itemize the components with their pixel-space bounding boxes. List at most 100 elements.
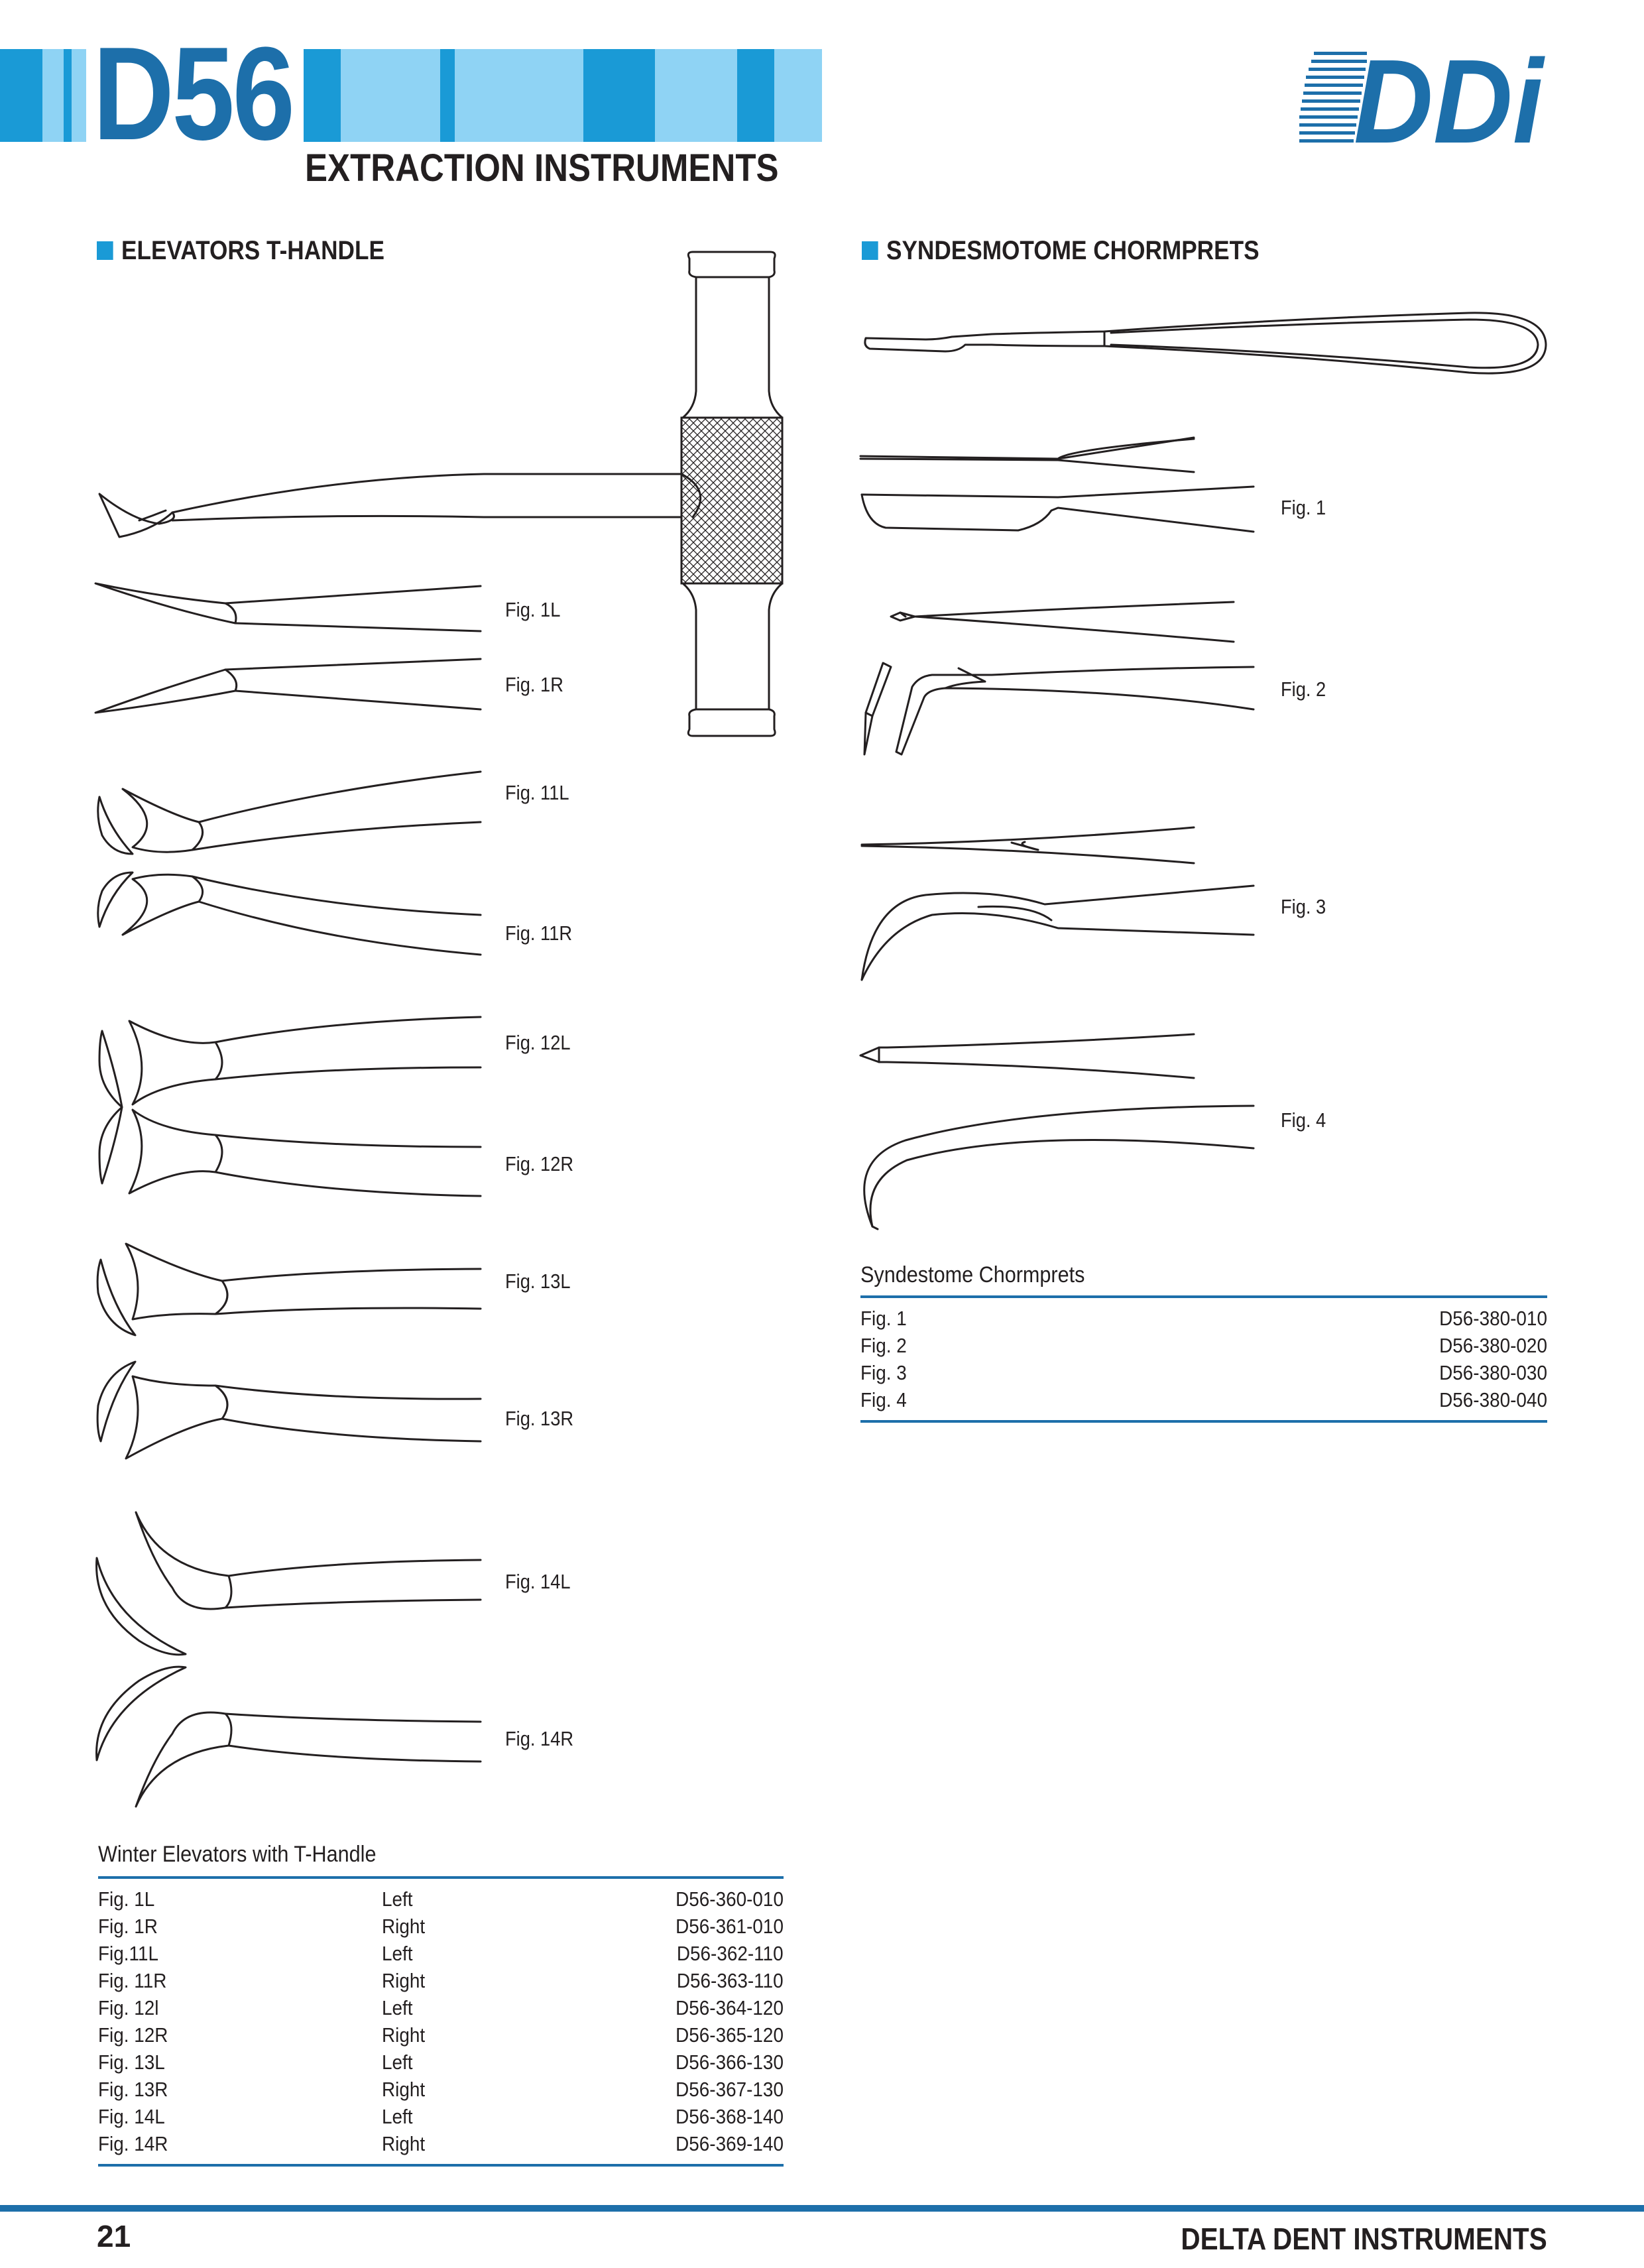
section-heading-text: ELEVATORS T-HANDLE xyxy=(121,236,384,265)
catalog-code: D56 xyxy=(93,20,295,168)
cell-code: D56-369-140 xyxy=(675,2132,784,2155)
elevator-fig-13r-illustration xyxy=(96,1360,482,1460)
stripe xyxy=(737,49,774,142)
stripe xyxy=(583,49,655,142)
section-heading-syndesmotome: SYNDESMOTOME CHORMPRETS xyxy=(862,236,1260,266)
syndesmotome-fig-1-illustration xyxy=(859,436,1255,533)
bullet-square xyxy=(97,241,113,260)
table-top-rule xyxy=(860,1295,1547,1298)
cell-fig: Fig. 13R xyxy=(98,2078,168,2101)
cell-fig: Fig. 14R xyxy=(98,2132,168,2155)
cell-code: D56-364-120 xyxy=(675,1996,784,2019)
cell-fig: Fig.11L xyxy=(98,1942,158,1965)
cell-fig: Fig. 14L xyxy=(98,2105,165,2128)
cell-fig: Fig. 13L xyxy=(98,2051,165,2074)
syndesmotome-label-fig-4: Fig. 4 xyxy=(1281,1108,1326,1132)
stripe xyxy=(42,49,64,142)
cell-code: D56-368-140 xyxy=(675,2105,784,2128)
cell-code: D56-360-010 xyxy=(675,1887,784,1911)
cell-code: D56-366-130 xyxy=(675,2051,784,2074)
section-heading-elevators: ELEVATORS T-HANDLE xyxy=(97,236,384,266)
cell-side: Left xyxy=(382,1942,413,1965)
stripe xyxy=(774,49,822,142)
t-handle-elevator-illustration xyxy=(98,251,784,737)
section-heading-text: SYNDESMOTOME CHORMPRETS xyxy=(886,236,1260,265)
stripe xyxy=(64,49,72,142)
syndesmotome-label-fig-2: Fig. 2 xyxy=(1281,678,1326,701)
cell-fig: Fig. 1R xyxy=(98,1915,158,1938)
elevator-fig-1r-illustration xyxy=(94,658,482,714)
cell-side: Left xyxy=(382,2051,413,2074)
fig-label-12r: Fig. 12R xyxy=(505,1152,574,1175)
elevator-fig-14r-illustration xyxy=(95,1665,482,1808)
table-row: Fig. 1 D56-380-010 xyxy=(860,1305,1547,1332)
table-row: Fig. 1L Left D56-360-010 xyxy=(98,1885,784,1913)
table-title-syndestome: Syndestome Chormprets xyxy=(860,1262,1085,1287)
cell-code: D56-380-040 xyxy=(1439,1388,1547,1411)
fig-label-14l: Fig. 14L xyxy=(505,1570,571,1593)
page-subtitle: EXTRACTION INSTRUMENTS xyxy=(305,147,779,190)
cell-side: Left xyxy=(382,1996,413,2019)
cell-side: Left xyxy=(382,2105,413,2128)
cell-code: D56-365-120 xyxy=(675,2023,784,2047)
stripe xyxy=(455,49,583,142)
cell-fig: Fig. 4 xyxy=(860,1388,907,1411)
cell-code: D56-367-130 xyxy=(675,2078,784,2101)
elevator-fig-12l-illustration xyxy=(98,1016,482,1108)
cell-code: D56-363-110 xyxy=(677,1969,784,1992)
cell-side: Right xyxy=(382,1969,426,1992)
syndesmotome-label-fig-3: Fig. 3 xyxy=(1281,895,1326,918)
table-row: Fig. 3 D56-380-030 xyxy=(860,1359,1547,1386)
elevator-fig-14l-illustration xyxy=(95,1511,482,1656)
table-row: Fig. 4 D56-380-040 xyxy=(860,1386,1547,1413)
stripe xyxy=(304,49,341,142)
table-row: Fig. 12R Right D56-365-120 xyxy=(98,2021,784,2049)
stripe xyxy=(72,49,86,142)
syndesmotome-label-fig-1: Fig. 1 xyxy=(1281,496,1326,519)
table-row: Fig. 13L Left D56-366-130 xyxy=(98,2049,784,2076)
syndesmotome-fig-4-illustration xyxy=(859,1033,1255,1230)
cell-fig: Fig. 3 xyxy=(860,1361,907,1384)
cell-side: Left xyxy=(382,1887,413,1911)
stripe xyxy=(341,49,440,142)
footer-rule xyxy=(0,2205,1644,2212)
fig-label-13r: Fig. 13R xyxy=(505,1407,574,1430)
table-bottom-rule xyxy=(860,1420,1547,1423)
cell-side: Right xyxy=(382,2023,426,2047)
syndesmotome-fig-2-illustration xyxy=(863,601,1255,756)
table-row: Fig. 14L Left D56-368-140 xyxy=(98,2103,784,2130)
cell-fig: Fig. 1L xyxy=(98,1887,155,1911)
stripe xyxy=(440,49,455,142)
cell-code: D56-362-110 xyxy=(677,1942,784,1965)
syndesmotome-fig-3-illustration xyxy=(860,826,1255,981)
table-top-rule xyxy=(98,1876,784,1879)
elevator-fig-12r-illustration xyxy=(98,1106,482,1197)
cell-side: Right xyxy=(382,1915,426,1938)
cell-fig: Fig. 12R xyxy=(98,2023,168,2047)
elevator-fig-11l-illustration xyxy=(97,770,482,855)
fig-label-12l: Fig. 12L xyxy=(505,1031,571,1054)
elevator-fig-13l-illustration xyxy=(96,1242,482,1337)
table-row: Fig. 11R Right D56-363-110 xyxy=(98,1967,784,1994)
cell-code: D56-380-030 xyxy=(1439,1361,1547,1384)
fig-label-13l: Fig. 13L xyxy=(505,1270,571,1293)
syndesmotome-full-illustration xyxy=(864,312,1547,375)
fig-label-11r: Fig. 11R xyxy=(505,922,573,945)
logo-text: DDi xyxy=(1354,35,1546,168)
fig-label-14r: Fig. 14R xyxy=(505,1727,574,1750)
table-bottom-rule xyxy=(98,2164,784,2167)
elevator-fig-11r-illustration xyxy=(97,871,482,956)
fig-label-1l: Fig. 1L xyxy=(505,598,561,621)
table-row: Fig. 13R Right D56-367-130 xyxy=(98,2076,784,2103)
cell-code: D56-380-010 xyxy=(1439,1307,1547,1330)
cell-fig: Fig. 2 xyxy=(860,1334,907,1357)
cell-fig: Fig. 11R xyxy=(98,1969,167,1992)
cell-side: Right xyxy=(382,2078,426,2101)
elevator-fig-1l-illustration xyxy=(94,582,482,632)
cell-fig: Fig. 1 xyxy=(860,1307,907,1330)
stripe xyxy=(0,49,42,142)
